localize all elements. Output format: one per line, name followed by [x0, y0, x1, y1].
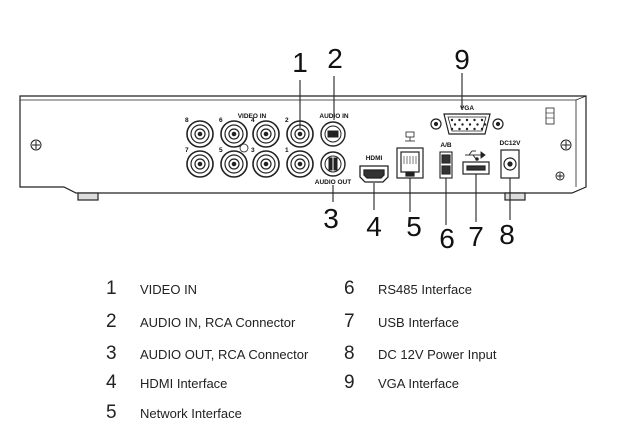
bnc-connector: 1 [285, 147, 314, 178]
vga-pin [450, 118, 454, 122]
network-port [396, 147, 424, 179]
ab-panel-label: A/B [440, 142, 452, 149]
vga-pin [465, 118, 469, 122]
bnc-connector: 4 [251, 117, 280, 148]
vga-pin [480, 127, 484, 131]
bnc-connector: 5 [219, 147, 248, 178]
legend-label: HDMI Interface [140, 376, 228, 391]
vga-pin [465, 127, 469, 131]
callout-vga: 9 [454, 44, 470, 75]
vga-pin [450, 127, 454, 131]
bnc-connector: 2 [285, 117, 314, 148]
legend-number: 1 [106, 278, 117, 299]
bnc-channel-number: 3 [251, 147, 255, 154]
bnc-channel-number: 8 [185, 117, 189, 124]
vga-pin [458, 127, 461, 131]
legend-item: 2 AUDIO IN, RCA Connector [106, 311, 295, 333]
legend-number: 9 [344, 372, 355, 393]
callout-usb: 7 [468, 221, 484, 252]
legend-label: Network Interface [140, 406, 242, 421]
legend-item: 7 USB Interface [344, 311, 459, 333]
ground-terminal [555, 171, 565, 181]
callout-rs485: 6 [439, 223, 455, 254]
legend-item: 9 VGA Interface [344, 372, 459, 394]
audio-in-port [320, 121, 346, 147]
vga-pin [480, 118, 484, 122]
legend-item: 1 VIDEO IN [106, 278, 197, 300]
legend-number: 4 [106, 372, 117, 393]
legend-label: RS485 Interface [378, 282, 472, 297]
legend-item: 3 AUDIO OUT, RCA Connector [106, 343, 308, 365]
hdmi-port [359, 165, 389, 183]
bnc-channel-number: 2 [285, 117, 289, 124]
bnc-connector: 7 [185, 147, 214, 178]
vga-pin [461, 123, 464, 126]
callout-dc-power: 8 [499, 219, 515, 250]
legend-number: 3 [106, 343, 117, 364]
legend-number: 7 [344, 311, 355, 332]
video-in-ports: 8 6 4 2 7 5 3 1 [185, 117, 314, 178]
callout-network: 5 [406, 211, 422, 242]
usb-icon [465, 150, 486, 161]
vga-pin [468, 123, 472, 126]
bnc-connector: 3 [251, 147, 280, 178]
legend-number: 2 [106, 311, 117, 332]
legend-number: 6 [344, 278, 355, 299]
audio-out-panel-label: AUDIO OUT [315, 179, 352, 186]
rs485-port [439, 151, 453, 179]
bnc-connector: 8 [185, 117, 214, 148]
legend-item: 8 DC 12V Power Input [344, 343, 497, 365]
legend-number: 5 [106, 402, 117, 423]
legend-label: VGA Interface [378, 376, 459, 391]
vga-pin [458, 118, 461, 122]
legend-label: USB Interface [378, 315, 459, 330]
vga-pin [473, 118, 476, 122]
callout-audio-in: 2 [327, 43, 343, 74]
callout-hdmi: 4 [366, 211, 382, 242]
audio-out-port [320, 151, 346, 177]
legend-item: 6 RS485 Interface [344, 278, 472, 300]
legend-label: DC 12V Power Input [378, 347, 497, 362]
vga-pin [473, 127, 476, 131]
legend-item: 4 HDMI Interface [106, 372, 227, 394]
callout-video-in: 1 [292, 47, 308, 78]
legend-label: AUDIO IN, RCA Connector [140, 315, 296, 330]
legend-label: AUDIO OUT, RCA Connector [140, 347, 309, 362]
legend-label: VIDEO IN [140, 282, 198, 297]
video-in-panel-label: VIDEO IN [238, 113, 267, 120]
bnc-connector: 6 [219, 117, 248, 148]
network-icon [405, 131, 415, 142]
vga-pin [483, 123, 487, 126]
bnc-channel-number: 6 [219, 117, 223, 124]
bnc-channel-number: 1 [285, 147, 289, 154]
vga-pin [453, 123, 457, 126]
vga-panel-label: VGA [460, 105, 474, 112]
usb-port [462, 161, 490, 175]
dc-power-port [500, 149, 520, 179]
legend-number: 8 [344, 343, 355, 364]
screw-left [30, 139, 42, 151]
vga-pins [450, 118, 487, 131]
video-divider-icon [239, 143, 249, 153]
legend-item: 5 Network Interface [106, 402, 242, 424]
bnc-channel-number: 5 [219, 147, 223, 154]
chassis [19, 95, 587, 201]
hdmi-panel-label: HDMI [366, 155, 383, 162]
callout-audio-out: 3 [323, 203, 339, 234]
vga-port [430, 113, 504, 135]
vga-pin [476, 123, 479, 126]
bnc-channel-number: 4 [251, 117, 255, 124]
callout-leaders [299, 73, 511, 225]
dc12v-panel-label: DC12V [500, 140, 522, 147]
screw-right [560, 139, 572, 151]
bnc-channel-number: 7 [185, 147, 189, 154]
